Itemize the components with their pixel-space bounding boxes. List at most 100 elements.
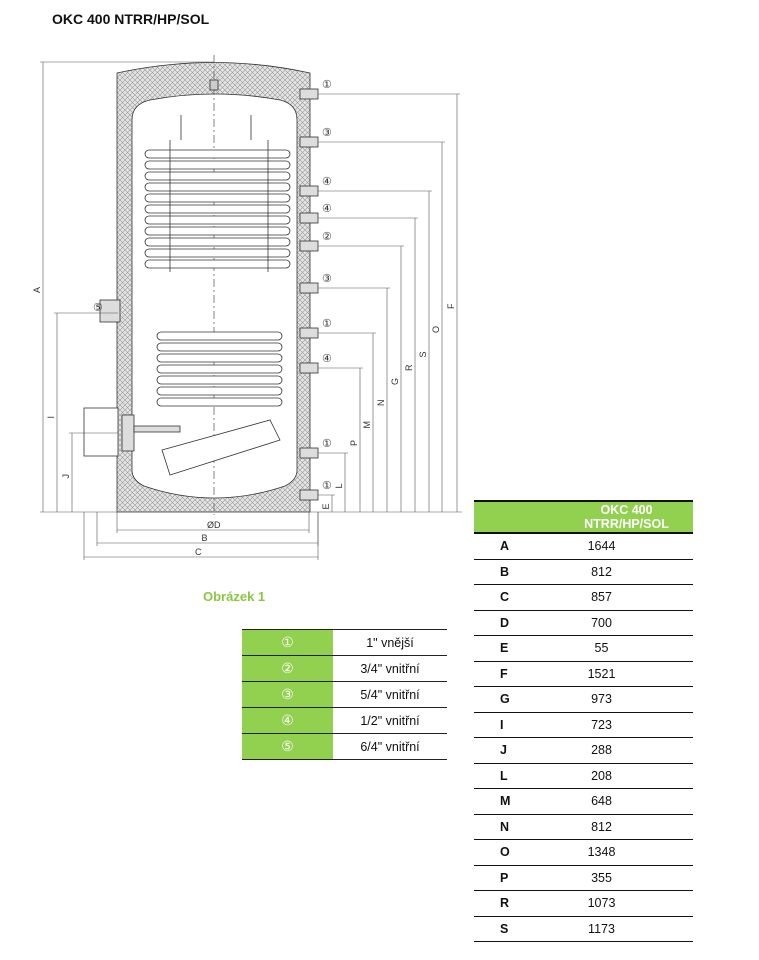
dimension-label: S: [418, 351, 428, 357]
connection-label: ④: [322, 176, 332, 188]
document-title: OKC 400 NTRR/HP/SOL: [52, 11, 210, 27]
dimension-key: E: [474, 635, 560, 662]
connection-desc: 1" vnější: [333, 629, 447, 656]
dimension-key: B: [474, 559, 560, 585]
dimension-key: F: [474, 661, 560, 687]
connection-label: ①: [322, 79, 332, 91]
coil-turn: [144, 149, 291, 159]
dimension-label: E: [321, 503, 331, 509]
connection-symbol: ⑤: [242, 733, 333, 760]
upper-coil: [144, 149, 291, 269]
dimension-label: C: [195, 547, 202, 557]
dimension-key: O: [474, 839, 560, 866]
connection-label: ②: [322, 231, 332, 243]
connection-stub: [299, 327, 319, 339]
coil-turn: [156, 353, 283, 363]
connection-label: ③: [322, 273, 332, 285]
dimension-label: M: [362, 421, 372, 429]
dimension-key: S: [474, 916, 560, 942]
coil-turn: [144, 215, 291, 225]
dimension-value: 723: [560, 712, 693, 738]
connection-stub: [299, 185, 319, 197]
dimension-key: J: [474, 737, 560, 764]
connection-label: ①: [322, 438, 332, 450]
coil-turn: [144, 160, 291, 170]
dimension-value: 208: [560, 763, 693, 789]
connection-desc: 5/4" vnitřní: [333, 681, 447, 708]
connection-stub: [299, 240, 319, 252]
dimension-key: P: [474, 865, 560, 891]
dimension-key: N: [474, 814, 560, 840]
coil-turn: [156, 386, 283, 396]
coil-turn: [144, 248, 291, 258]
connection-stub: [299, 447, 319, 459]
coil-turn: [156, 342, 283, 352]
dimension-key: L: [474, 763, 560, 789]
dimension-label: J: [61, 474, 71, 479]
coil-turn: [144, 226, 291, 236]
connection-desc: 3/4" vnitřní: [333, 655, 447, 682]
dimension-key: C: [474, 584, 560, 611]
dimension-label: P: [349, 440, 359, 446]
coil-turn: [156, 397, 283, 407]
dimension-key: G: [474, 686, 560, 713]
coil-turn: [144, 237, 291, 247]
dimension-value: 1073: [560, 890, 693, 917]
dimensions-header: OKC 400 NTRR/HP/SOL: [560, 500, 693, 534]
dimension-key: M: [474, 788, 560, 815]
connection-symbol: ②: [242, 655, 333, 682]
connection-stub: [299, 362, 319, 374]
dimension-value: 812: [560, 814, 693, 840]
dimension-value: 355: [560, 865, 693, 891]
connection-stub: [299, 136, 319, 148]
coil-turn: [156, 375, 283, 385]
dimension-value: 1521: [560, 661, 693, 687]
connection-symbol: ①: [242, 629, 333, 656]
dimension-label: I: [46, 416, 56, 419]
dimension-value: 812: [560, 559, 693, 585]
connection-stub: [299, 88, 319, 100]
dimension-label: L: [334, 483, 344, 488]
dimension-label: G: [390, 378, 400, 385]
dimension-value: 700: [560, 610, 693, 636]
dimension-key: I: [474, 712, 560, 738]
coil-turn: [144, 204, 291, 214]
dimension-value: 1644: [560, 533, 693, 560]
coil-turn: [156, 364, 283, 374]
dimension-value: 648: [560, 788, 693, 815]
connection-desc: 6/4" vnitřní: [333, 733, 447, 760]
connection-label: ①: [322, 318, 332, 330]
dimension-value: 55: [560, 635, 693, 662]
dimension-label: ØD: [207, 520, 221, 530]
coil-turn: [156, 331, 283, 341]
connection-label: ③: [322, 127, 332, 139]
coil-turn: [144, 193, 291, 203]
connection-label: ④: [322, 353, 332, 365]
connection-stub: [299, 282, 319, 294]
dimension-label: O: [431, 326, 441, 333]
dimension-label: R: [404, 364, 414, 371]
connection-symbol: ④: [242, 707, 333, 734]
dimension-value: 973: [560, 686, 693, 713]
dimension-label: N: [376, 400, 386, 407]
coil-turn: [144, 182, 291, 192]
connection-stub: [299, 489, 319, 501]
connection-label: ①: [322, 480, 332, 492]
figure-caption: Obrázek 1: [203, 589, 266, 604]
